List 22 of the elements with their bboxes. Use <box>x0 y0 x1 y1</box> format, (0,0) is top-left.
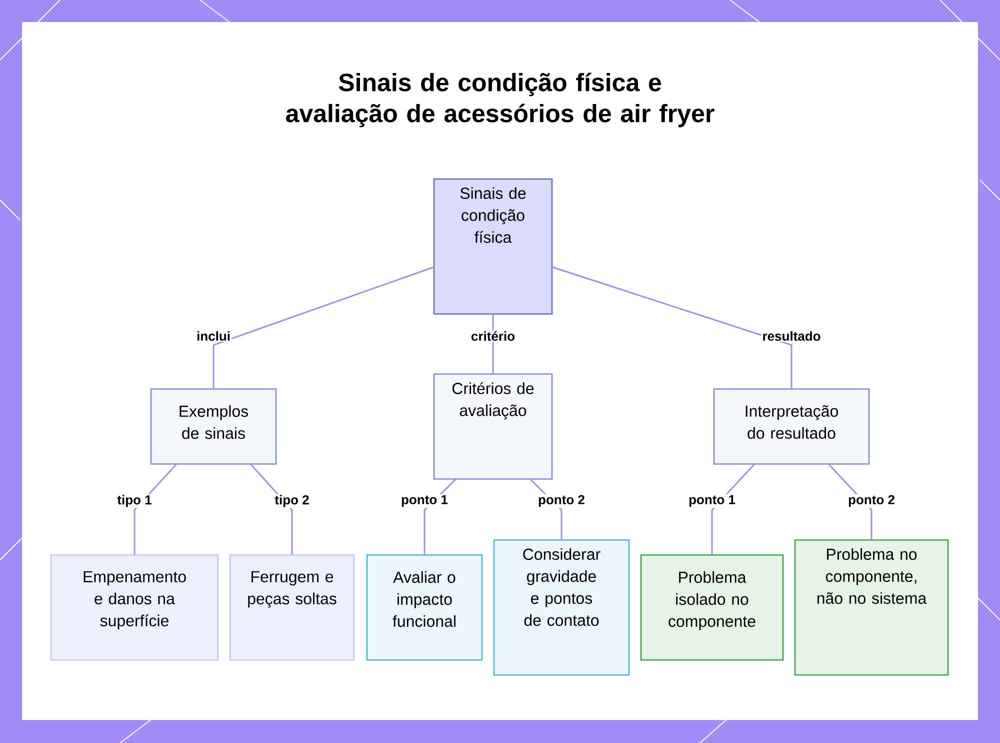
edge-label: inclui <box>196 330 232 342</box>
edge-label: resultado <box>761 330 822 342</box>
edge-label: ponto 1 <box>688 494 736 508</box>
connector <box>552 266 792 388</box>
edge-label: ponto 2 <box>847 494 896 508</box>
edge-label: tipo 2 <box>274 494 310 508</box>
concept-box: Ferrugem e peças soltas <box>229 554 355 661</box>
concept-box: Critérios de avaliação <box>433 373 553 480</box>
edge-label: ponto 1 <box>400 494 449 508</box>
concept-box: Problema no componente, não no sistema <box>794 539 949 676</box>
concept-box: Exemplos de sinais <box>150 388 277 465</box>
concept-box: Sinais de condição física <box>433 178 553 315</box>
concept-box: Problema isolado no componente <box>640 554 784 661</box>
concept-box: Interpretação do resultado <box>713 388 870 465</box>
edge-label: critério <box>470 330 516 342</box>
concept-box: Empenamento e danos na superfície <box>50 554 219 661</box>
connector <box>212 266 434 388</box>
title: Sinais de condição física e avaliação de acessórios de air fryer <box>286 72 714 128</box>
edge-label: tipo 1 <box>116 494 153 508</box>
concept-box: Considerar gravidade e pontos de contato <box>493 539 630 676</box>
concept-box: Avaliar o impacto funcional <box>366 554 483 661</box>
edge-label: ponto 2 <box>537 494 586 508</box>
